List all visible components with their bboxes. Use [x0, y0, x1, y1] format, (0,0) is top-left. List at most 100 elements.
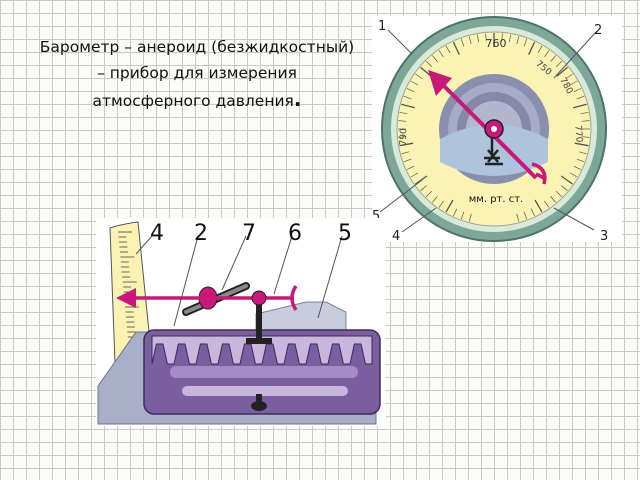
dial-tick: [460, 211, 465, 220]
lower-screw: [251, 401, 267, 411]
dial-tick: [476, 34, 480, 43]
mech-callout-5: 5: [338, 221, 352, 246]
dial-tick: [406, 165, 415, 170]
dial-tick: [530, 208, 535, 217]
transmission-rod: [256, 296, 262, 342]
callout-4: 4: [392, 229, 400, 244]
dial-tick: [576, 158, 585, 163]
title-period: .: [293, 87, 302, 111]
mech-callout-6: 6: [288, 221, 302, 246]
dial-tick: [561, 185, 568, 191]
dial-tick: [398, 136, 407, 138]
dial-tick: [460, 38, 465, 47]
dial-tick: [432, 196, 438, 203]
dial-tick: [508, 34, 512, 43]
callout-line-2: [553, 31, 597, 79]
dial-tick: [425, 190, 433, 198]
dial-tick: [452, 41, 460, 55]
dial-tick: [516, 213, 520, 222]
dial-tick: [420, 185, 427, 191]
dial-tick: [399, 142, 414, 147]
dial-tick: [555, 60, 563, 68]
rod-base: [246, 338, 272, 344]
dial-tick: [574, 142, 589, 147]
dial-tick: [438, 50, 444, 58]
dial-tick: [406, 88, 415, 93]
dial-tick: [445, 45, 451, 53]
dial-tick: [580, 111, 589, 115]
callout-line-5: [379, 179, 423, 213]
title-line-3-text: атмосферного давления: [92, 92, 294, 110]
dial-top-value: 760: [486, 37, 507, 50]
callout-2: 2: [594, 23, 602, 38]
dial-tick: [544, 200, 550, 208]
slide-title: Барометр – анероид (безжидкостный) – при…: [12, 34, 382, 114]
aneroid-box-inner-band-2: [182, 386, 348, 396]
dial-tick: [415, 175, 428, 185]
callout-5: 5: [372, 209, 380, 224]
dial-tick: [403, 158, 412, 163]
title-line-2: – прибор для измерения: [97, 64, 297, 82]
dial-tick-marks: [398, 33, 590, 222]
dial-tick: [523, 211, 528, 220]
dial-tick: [401, 103, 415, 109]
mech-callout-2: 2: [194, 221, 208, 246]
pointer-arrowhead: [116, 288, 136, 308]
dial-tick: [398, 120, 407, 122]
barometer-dial-diagram: 760 750 770 780 790 мм. рт. ст. 1 2 3 4 …: [372, 16, 622, 244]
dial-tick: [550, 196, 556, 203]
dial-tick: [399, 111, 408, 115]
dial-tick: [485, 33, 487, 42]
dial-tick: [438, 200, 444, 208]
mech-callout-line-2: [173, 235, 199, 327]
dial-pointer-arrowhead: [428, 70, 452, 96]
mech-callout-line-4: [135, 235, 153, 255]
callout-3: 3: [600, 229, 608, 244]
dial-tick: [523, 38, 528, 47]
callout-line-1: [387, 29, 413, 55]
dial-tick: [420, 66, 432, 77]
dial-tick: [565, 73, 573, 79]
callout-line-3: [553, 207, 595, 231]
dial-tick: [534, 199, 543, 213]
dial-tick: [573, 103, 587, 109]
pointer-hook: [290, 285, 298, 311]
dial-tick: [550, 55, 556, 62]
dial-tick: [410, 80, 418, 86]
dial-pointer-tail: [531, 162, 547, 185]
dial-tick: [544, 50, 550, 58]
dial-tick: [555, 190, 563, 198]
dial-value-770: 770: [572, 125, 583, 143]
aneroid-box-inner-band: [170, 366, 358, 378]
mech-callout-line-7: [221, 235, 247, 291]
callout-line-4: [401, 207, 437, 233]
spring-mechanism-icon: [484, 132, 503, 166]
mech-callout-4: 4: [150, 221, 164, 246]
aneroid-mechanism-diagram: 4 2 7 6 5: [96, 218, 386, 426]
mech-callout-7: 7: [242, 221, 256, 246]
dial-tick: [501, 33, 503, 42]
callout-1: 1: [378, 19, 386, 34]
dial-tick: [570, 172, 578, 178]
title-line-3: атмосферного давления.: [12, 86, 382, 114]
dial-tick: [425, 60, 433, 68]
dial-tick: [581, 136, 590, 138]
dial-tick: [528, 41, 536, 55]
dial-tick: [401, 151, 410, 155]
dial-tick: [415, 73, 423, 79]
dial-pointer-hub-center: [491, 126, 497, 132]
dial-tick: [468, 213, 472, 222]
dial-tick: [573, 88, 582, 93]
dial-unit-label: мм. рт. ст.: [469, 194, 523, 205]
dial-tick: [576, 95, 585, 100]
mech-callout-line-6: [273, 235, 293, 295]
dial-tick: [468, 36, 472, 45]
dial-tick: [537, 45, 543, 53]
dial-tick: [445, 199, 454, 213]
dial-tick: [556, 66, 568, 77]
dial-tick: [516, 36, 520, 45]
dial-tick: [578, 151, 587, 155]
dial-value-790: 790: [399, 128, 410, 146]
dial-tick: [410, 172, 418, 178]
dial-tick: [560, 175, 573, 185]
